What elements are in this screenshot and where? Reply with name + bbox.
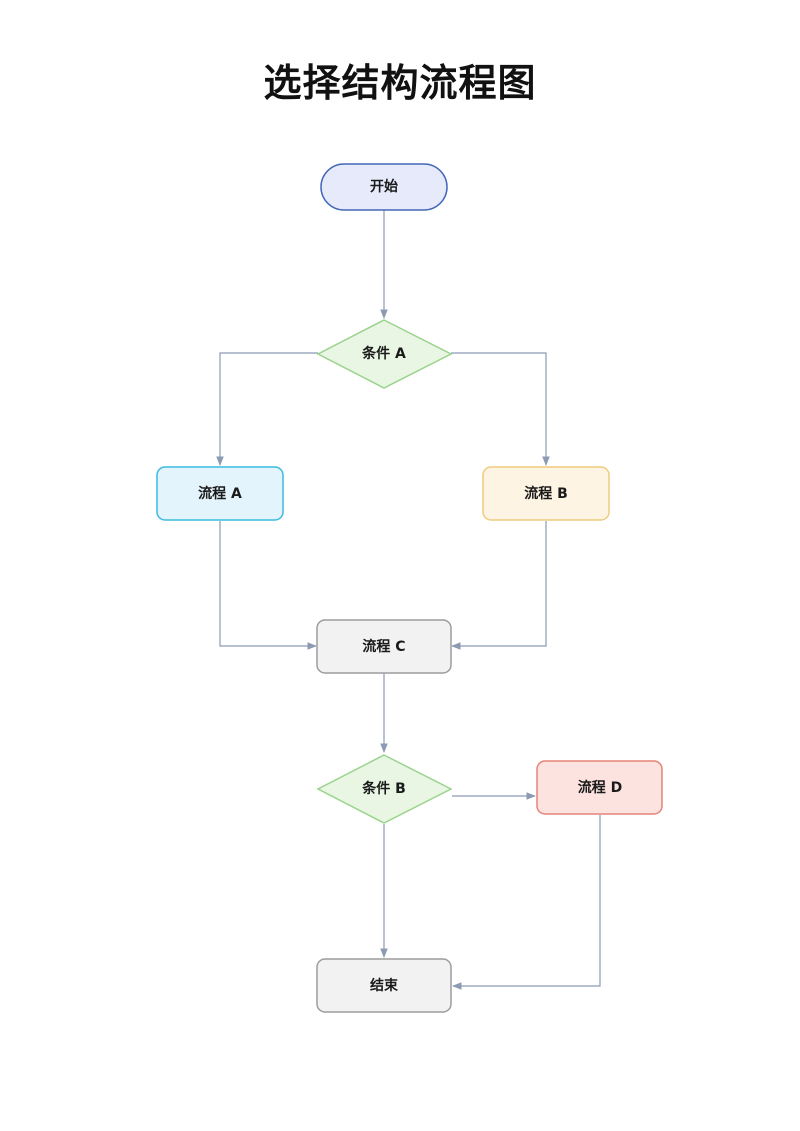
- node-process-b: 流程 B: [482, 466, 610, 521]
- edges: [216, 210, 601, 990]
- node-start-label: 开始: [370, 178, 398, 195]
- node-process-c-label: 流程 C: [362, 638, 405, 655]
- node-start: 开始: [320, 163, 448, 211]
- node-process-a: 流程 A: [156, 466, 284, 521]
- node-process-d: 流程 D: [536, 760, 663, 815]
- node-process-c: 流程 C: [316, 619, 452, 674]
- node-process-b-label: 流程 B: [524, 485, 568, 502]
- edge-proc-d-to-end: [452, 815, 601, 990]
- edge-cond-a-to-proc-a: [216, 352, 318, 466]
- node-condition-a-label: 条件 A: [361, 345, 406, 362]
- node-condition-b: 条件 B: [316, 754, 453, 824]
- edge-proc-b-to-proc-c: [451, 521, 547, 650]
- edge-proc-a-to-proc-c: [219, 521, 317, 650]
- node-process-a-label: 流程 A: [198, 485, 242, 502]
- page-title: 选择结构流程图: [263, 61, 537, 105]
- node-condition-a: 条件 A: [316, 319, 453, 389]
- edge-cond-a-to-proc-b: [451, 352, 550, 466]
- node-condition-b-label: 条件 B: [361, 780, 406, 797]
- node-process-d-label: 流程 D: [578, 779, 623, 796]
- node-end: 结束: [316, 958, 452, 1013]
- node-end-label: 结束: [370, 977, 399, 994]
